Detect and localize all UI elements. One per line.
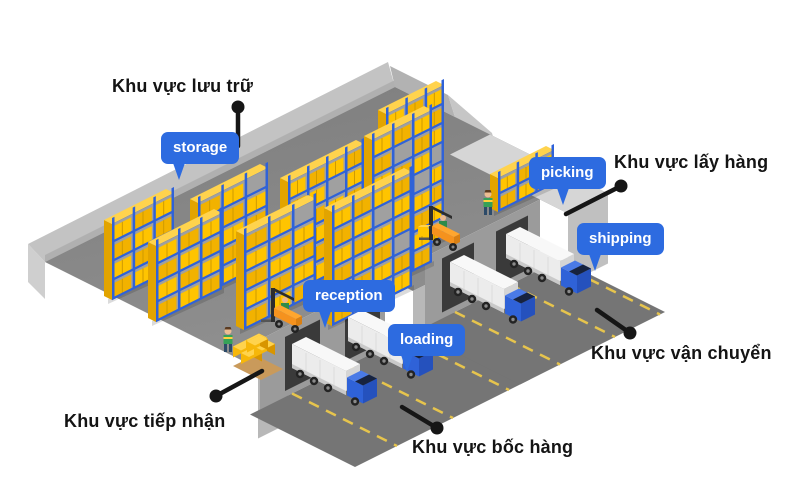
loading-road — [250, 327, 530, 467]
trucks — [292, 227, 591, 406]
storage-tag: storage — [161, 132, 240, 180]
shipping-tag: shipping — [577, 223, 664, 271]
loading-tag: loading — [388, 324, 466, 372]
picking-tag-text: picking — [541, 164, 594, 181]
shipping-tag-pointer — [589, 254, 601, 271]
picking-tag-pointer — [557, 188, 569, 205]
loading-tag-pointer — [401, 355, 413, 372]
loading-tag-text: loading — [400, 331, 454, 348]
picking-tag: picking — [529, 157, 606, 205]
loading-area-label: Khu vực bốc hàng — [412, 437, 574, 457]
storage-tag-pointer — [173, 163, 185, 180]
wall-end-cap — [28, 244, 45, 299]
reception-area-label: Khu vực tiếp nhận — [64, 411, 226, 431]
reception-tag-pointer — [319, 311, 331, 328]
picking-area-label: Khu vực lấy hàng — [614, 152, 769, 172]
shipping-tag-text: shipping — [589, 230, 652, 247]
shipping-area-label: Khu vực vận chuyển — [591, 343, 772, 363]
reception-tag-text: reception — [315, 287, 383, 304]
reception-tag: reception — [303, 280, 395, 328]
storage-tag-text: storage — [173, 139, 228, 156]
storage-area-label: Khu vực lưu trữ — [112, 76, 254, 96]
shipping-road — [415, 259, 665, 385]
floor-props — [223, 190, 493, 380]
